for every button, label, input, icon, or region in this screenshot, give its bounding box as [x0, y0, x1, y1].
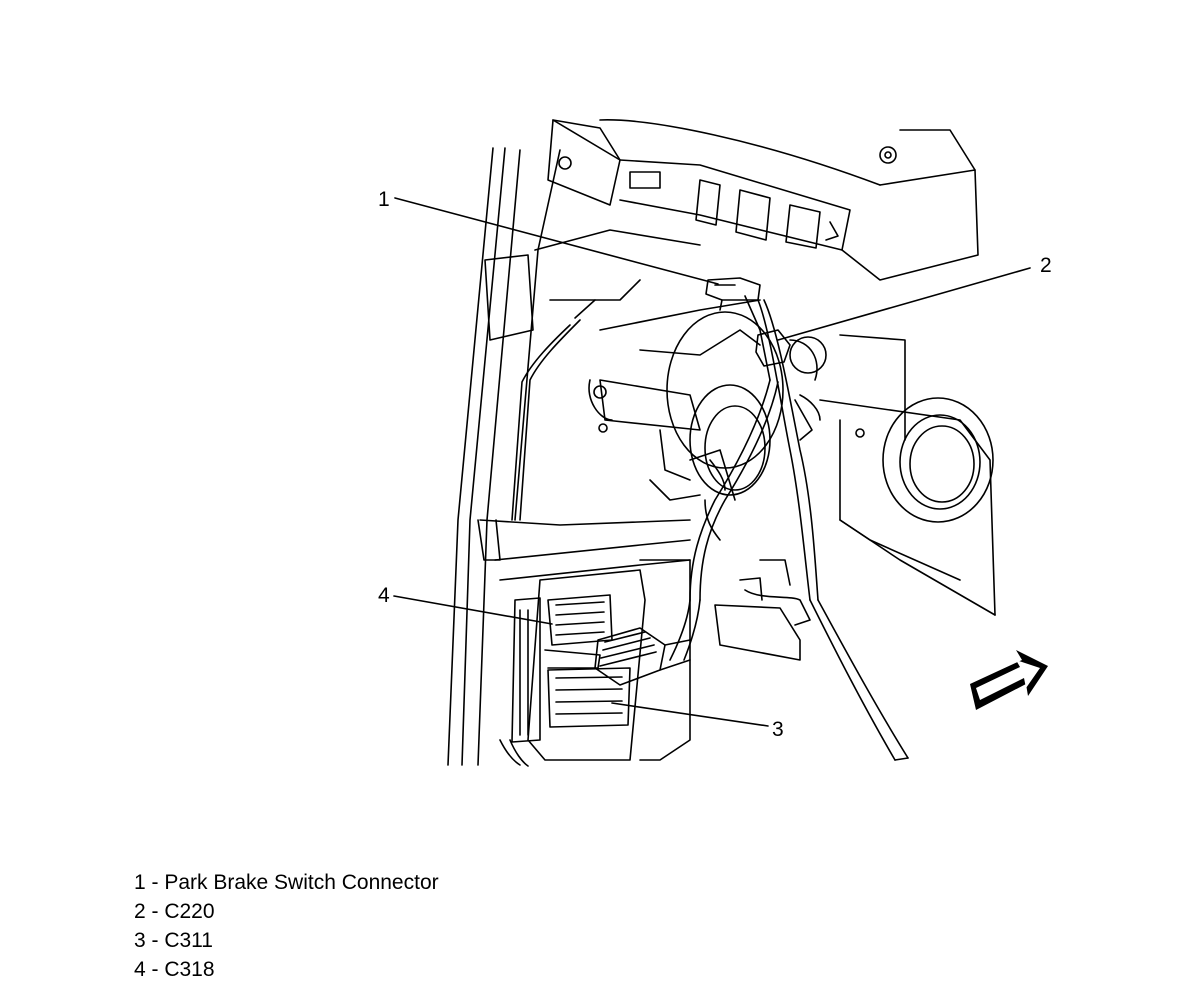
legend-item-3: 3 - C311 [134, 929, 213, 952]
callout-number-3: 3 [772, 718, 784, 741]
c311-harness-connector [594, 627, 691, 686]
front-direction-arrow-icon [970, 650, 1048, 710]
callout-number-2: 2 [1040, 254, 1052, 277]
callout-number-4: 4 [378, 584, 390, 607]
floor-grommet [855, 397, 994, 523]
wiring-harness [499, 299, 909, 767]
legend-item-1: 1 - Park Brake Switch Connector [134, 871, 439, 894]
junction-block [511, 569, 646, 761]
dash-bracket [547, 119, 979, 281]
callout-legend: 1 - Park Brake Switch Connector 2 - C220… [134, 868, 439, 984]
floor-panel [479, 229, 996, 616]
park-brake-switch-connector [705, 277, 771, 381]
left-pillar [447, 147, 561, 766]
legend-item-4: 4 - C318 [134, 958, 215, 981]
c220-connector [755, 329, 827, 441]
park-brake-assembly [588, 311, 784, 501]
pedal-mount [639, 559, 801, 761]
leader-lines [393, 197, 1031, 727]
legend-item-2: 2 - C220 [134, 900, 215, 923]
callout-number-1: 1 [378, 188, 390, 211]
